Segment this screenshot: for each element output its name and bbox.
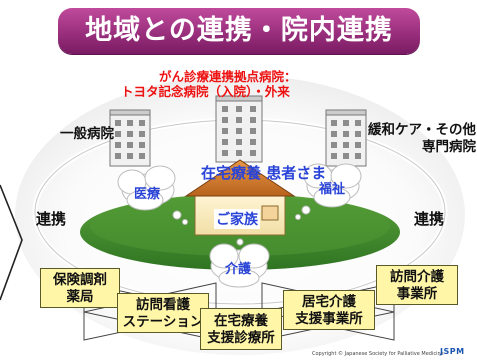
hospital-line-1: がん診療連携拠点病院： (159, 69, 297, 84)
visiting-care-box: 訪問介護 事業所 (376, 265, 458, 305)
medical-label: 医療 (134, 187, 161, 202)
jspm-logo: JSPM (440, 347, 465, 356)
palliative-hospital-building (325, 109, 367, 167)
page-title: 地域との連携・院内連携 (85, 15, 393, 46)
patient-label: 在宅療養 患者さま (201, 164, 327, 182)
copyright-text: Copyright © Japanese Society for Palliat… (312, 351, 444, 357)
left-chevron (0, 184, 23, 301)
title-banner (58, 8, 420, 54)
welfare-cloud (303, 163, 362, 208)
care-label: 介護 (225, 262, 252, 277)
palliative-hospital-label: 緩和ケア・その他 専門病院 (368, 122, 476, 155)
medical-cloud (117, 165, 176, 211)
family-label: ご家族 (214, 209, 260, 229)
visiting-nurse-box: 訪問看護 ステーション (117, 293, 209, 333)
hospital-line-2: トヨタ記念病院（入院）・外来 (121, 84, 290, 99)
general-hospital-label: 一般病院 (60, 126, 114, 142)
pharmacy-box: 保険調剤 薬局 (40, 268, 120, 308)
renkei-left-label: 連携 (36, 210, 67, 228)
care-cloud (209, 243, 270, 288)
renkei-right-label: 連携 (414, 210, 445, 228)
cancer-hospital-building (215, 95, 263, 163)
welfare-label: 福祉 (319, 182, 346, 197)
general-hospital-building (109, 109, 151, 167)
care-support-box: 居宅介護 支援事業所 (283, 290, 375, 330)
home-clinic-box: 在宅療養 支援診療所 (200, 308, 282, 350)
